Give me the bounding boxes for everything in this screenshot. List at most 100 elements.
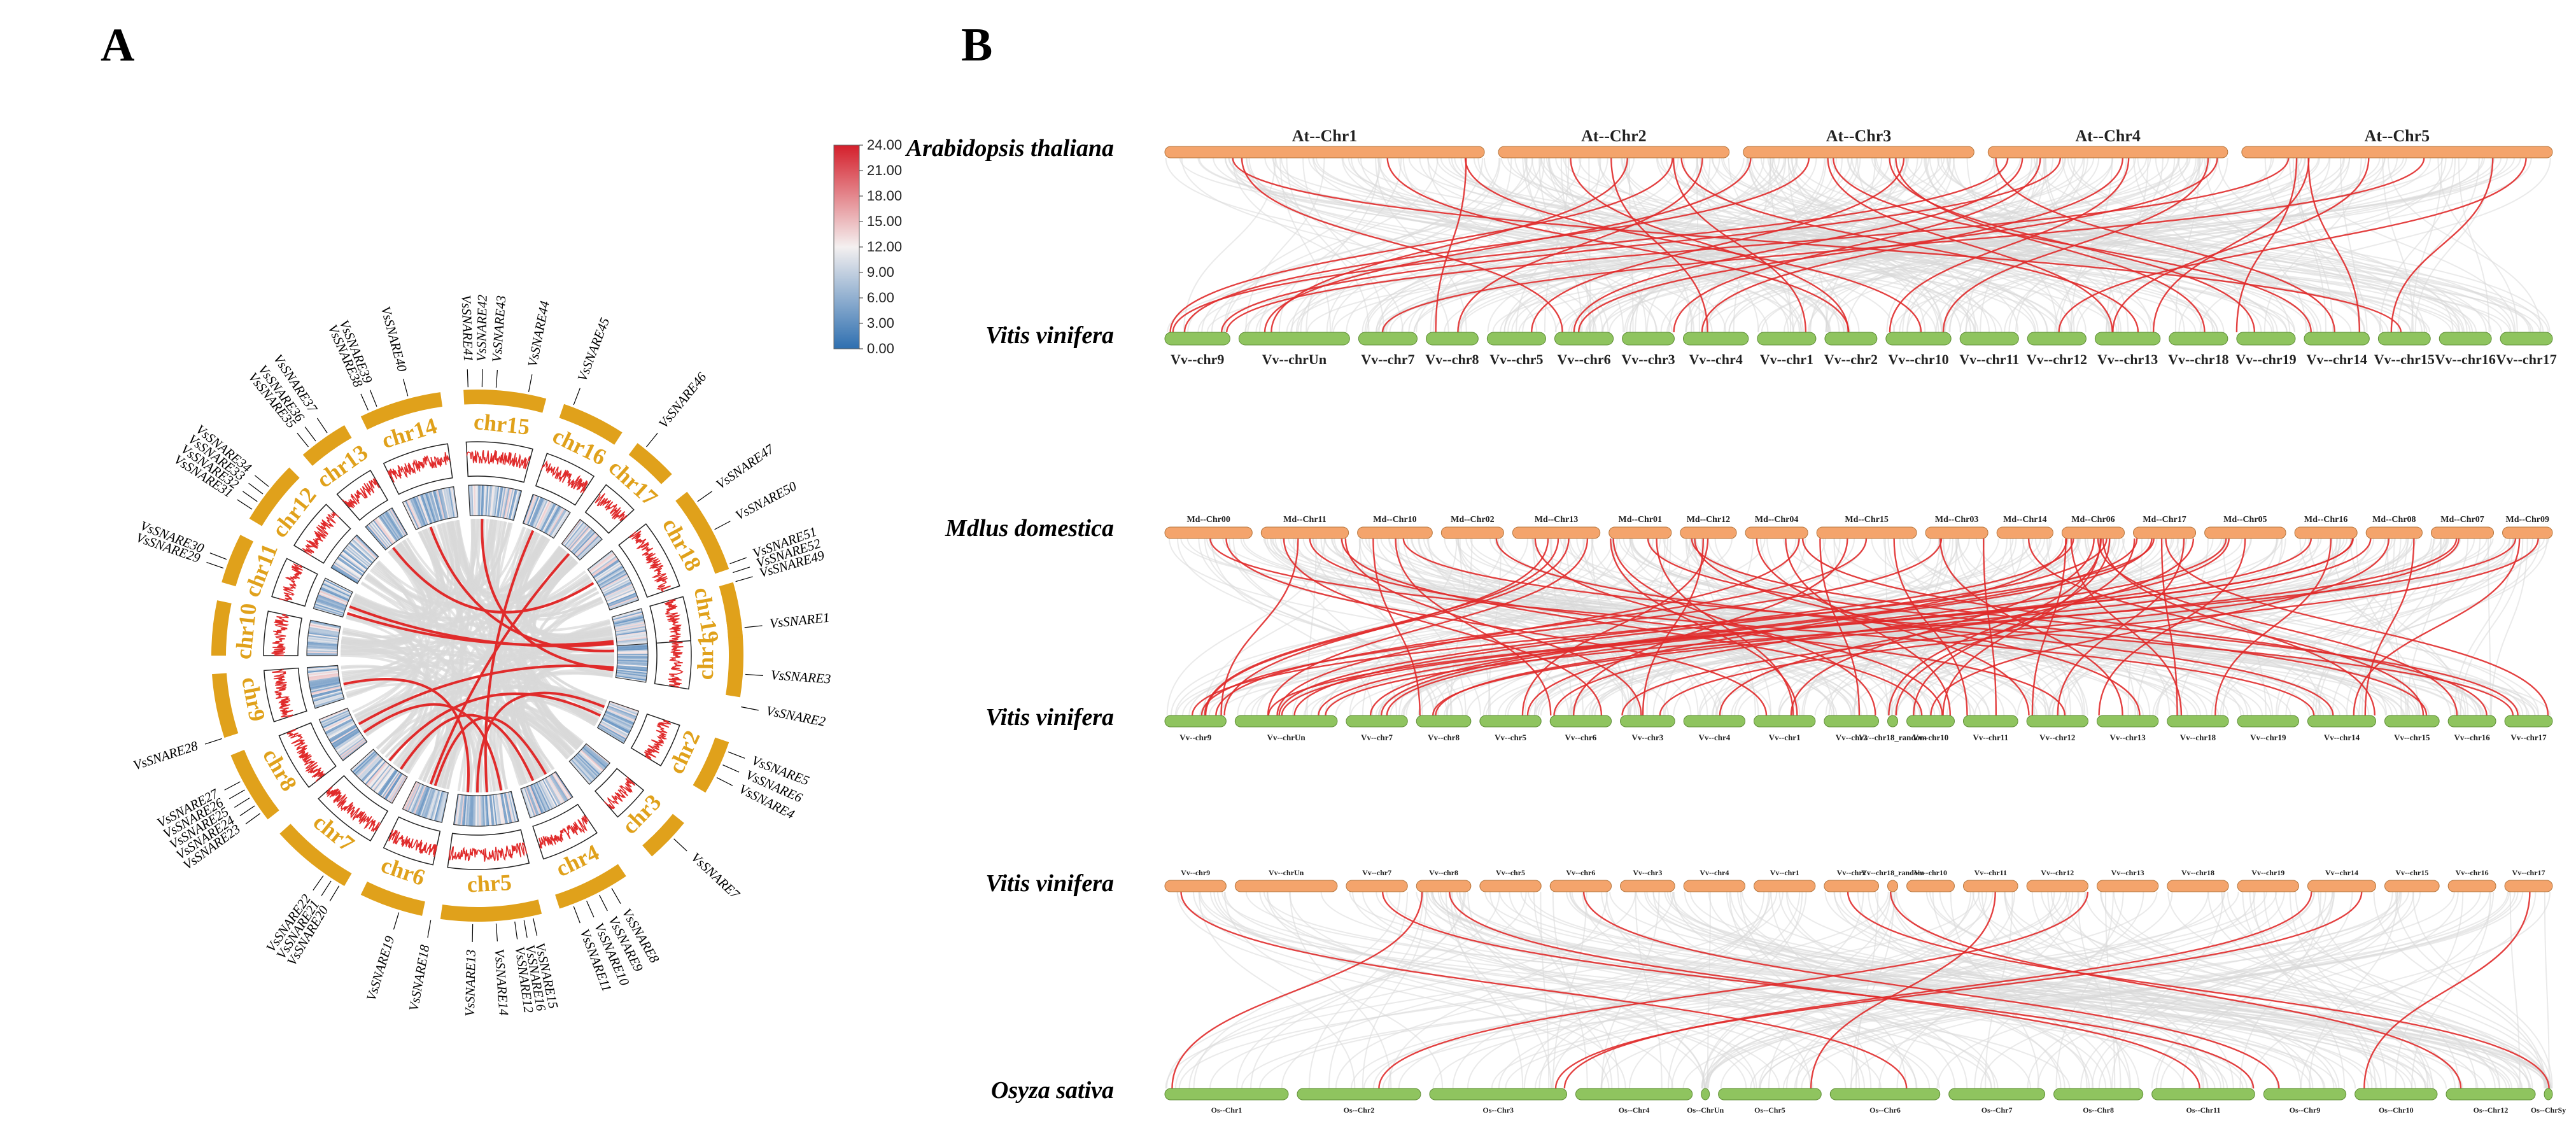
red-synteny-link <box>2235 157 2298 333</box>
top-chromosome <box>1887 880 1899 892</box>
circos-chr11-band <box>222 535 254 587</box>
gene-label: VsSNARE18 <box>406 943 433 1012</box>
bottom-chromosome <box>1824 715 1879 728</box>
bottom-chromosome-label: Os--Chr3 <box>1482 1106 1514 1115</box>
top-chromosome-label: Md--Chr01 <box>1619 515 1662 524</box>
bottom-chromosome <box>2446 1088 2536 1101</box>
red-synteny-link <box>1381 157 2425 333</box>
circos-chr4-heatmap <box>520 771 574 819</box>
species-label-top: Mdlus domestica <box>945 515 1114 542</box>
gene-label: VsSNARE19 <box>363 934 398 1003</box>
red-synteny-link <box>1582 891 2280 1089</box>
top-chromosome <box>1164 880 1227 892</box>
top-chromosome-label: Md--Chr02 <box>1451 515 1494 524</box>
red-synteny-link <box>2165 538 2549 716</box>
top-chromosome-label: Vv--chr13 <box>2111 868 2144 877</box>
bottom-chromosome <box>1754 715 1816 728</box>
top-chromosome <box>1260 526 1349 539</box>
top-chromosome <box>1816 526 1917 539</box>
legend-tick-label: 12.00 <box>867 239 902 255</box>
bottom-chromosome <box>2094 332 2161 346</box>
red-synteny-link <box>1232 157 2402 333</box>
bottom-chromosome-label: Vv--chr4 <box>1698 733 1730 742</box>
bottom-chromosome <box>2026 715 2088 728</box>
bottom-chromosome <box>1425 332 1479 346</box>
top-chromosome-label: Md--Chr10 <box>1373 515 1416 524</box>
top-chromosome-label: Vv--chr8 <box>1429 868 1458 877</box>
circos-chr8-band <box>230 749 279 820</box>
top-chromosome-label: Vv--chrUn <box>1269 868 1304 877</box>
top-chromosome <box>1608 526 1672 539</box>
bottom-chromosome <box>2236 332 2296 346</box>
circos-red-link <box>484 530 535 792</box>
bottom-chromosome <box>1429 1088 1567 1101</box>
red-synteny-link <box>1220 157 2061 333</box>
circos-chr13-band <box>302 425 352 466</box>
circos-chr13-heatmap <box>365 507 408 551</box>
circos-chr3-band <box>642 813 684 857</box>
bottom-chromosome <box>1620 715 1675 728</box>
bottom-chromosome-label: Vv--chr13 <box>2097 351 2158 367</box>
circos-chr16-gc-line <box>540 460 589 494</box>
circos-chr8-gc-line <box>286 729 325 782</box>
red-synteny-link <box>1521 538 1709 716</box>
top-chromosome <box>2307 880 2377 892</box>
bottom-chromosome <box>1554 332 1614 346</box>
bottom-chromosome <box>2151 1088 2255 1101</box>
red-synteny-link <box>1457 157 1703 333</box>
bottom-chromosome <box>1575 1088 1693 1101</box>
red-synteny-link <box>2364 538 2415 716</box>
red-synteny-link <box>2027 538 2425 716</box>
bottom-chromosome <box>1718 1088 1822 1101</box>
top-chromosome <box>2026 880 2088 892</box>
red-synteny-link <box>1913 538 2111 716</box>
top-chromosome-label: Vv--chr6 <box>1566 868 1595 877</box>
top-chromosome <box>2365 526 2423 539</box>
top-chromosome <box>2447 880 2496 892</box>
bottom-chromosome <box>1549 715 1612 728</box>
top-chromosome <box>1346 880 1408 892</box>
bottom-chromosome-label: Os--Chr2 <box>1344 1106 1375 1115</box>
red-synteny-link <box>1526 538 2068 716</box>
bottom-chromosome <box>1757 332 1817 346</box>
top-chromosome <box>2133 526 2197 539</box>
top-chromosome <box>1683 880 1746 892</box>
species-label-bottom: Osyza sativa <box>991 1077 1114 1104</box>
chromosome-ring: chr1chr2chr3chr4chr5chr6chr7chr8chr9chr1… <box>211 389 743 922</box>
circos-chr14-gc-line <box>387 452 451 483</box>
bottom-chromosome-label: Vv--chr12 <box>2027 351 2087 367</box>
circos-chr7-band <box>279 824 352 886</box>
red-synteny-link <box>1889 891 2462 1089</box>
top-chromosome-label: Vv--chr11 <box>1974 868 2007 877</box>
gene-label: VsSNARE2 <box>765 703 827 729</box>
bottom-chromosome-label: Os--Chr12 <box>2474 1106 2509 1115</box>
circos-chr16-heatmap <box>522 493 571 539</box>
bottom-chromosome <box>2053 1088 2144 1101</box>
gray-links <box>1165 891 2553 1089</box>
top-chromosome <box>1440 526 1504 539</box>
red-synteny-link <box>1386 157 1850 333</box>
bottom-chromosome-label: Vv--chr16 <box>2454 733 2490 742</box>
bottom-chromosome-label: Os--ChrUn <box>1687 1106 1724 1115</box>
bottom-chromosome-label: Vv--chr7 <box>1361 351 1414 367</box>
circos-chr8-heatmap <box>318 707 368 761</box>
red-synteny-link <box>1169 157 1673 333</box>
red-synteny-link <box>1573 538 1848 716</box>
red-synteny-link <box>1241 157 1563 333</box>
red-synteny-link <box>1563 891 2312 1089</box>
circos-chr10-gc-line <box>271 614 290 656</box>
red-links <box>1171 891 2550 1089</box>
bottom-chromosome <box>1683 715 1746 728</box>
red-synteny-link <box>2057 538 2185 716</box>
bottom-chromosome-label: Vv--chr10 <box>1888 351 1948 367</box>
top-chromosome <box>1549 880 1612 892</box>
gc-line-track <box>263 441 692 870</box>
red-synteny-link <box>1309 538 2066 716</box>
red-synteny-link <box>1318 538 2312 716</box>
bottom-chromosome <box>1824 332 1878 346</box>
bottom-chromosome <box>2384 715 2440 728</box>
circos-chr12-gc-line <box>302 512 339 556</box>
bottom-chromosome-label: Vv--chr2 <box>1824 351 1878 367</box>
